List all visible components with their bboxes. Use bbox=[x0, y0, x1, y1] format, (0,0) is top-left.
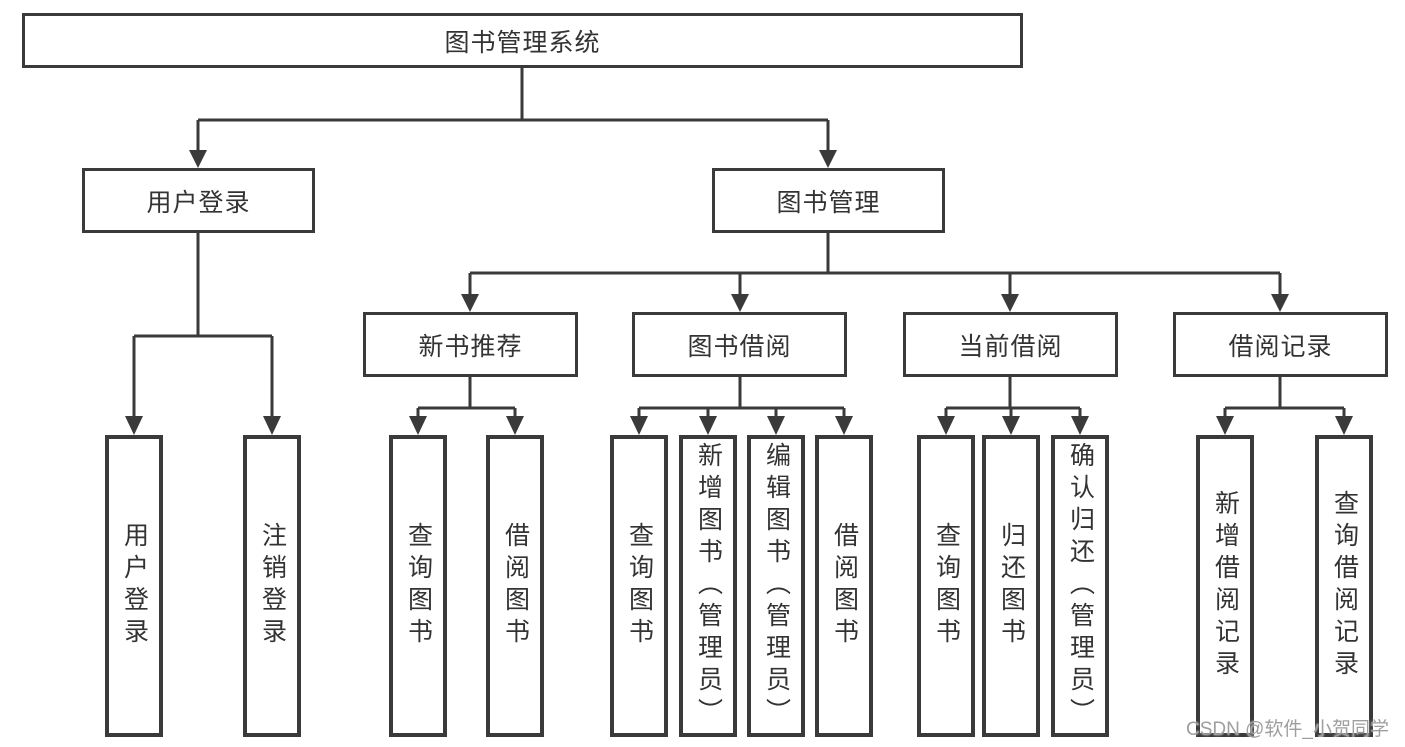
leaf-borrow-borrow-books-label: 借阅图书 bbox=[830, 522, 859, 650]
arrowhead-current bbox=[1001, 294, 1019, 312]
arrowhead-g5a bbox=[1216, 416, 1234, 435]
leaf-user-login: 用户登录 bbox=[105, 435, 163, 737]
leaf-user-login-label: 用户登录 bbox=[120, 522, 149, 650]
arrowhead-g3a bbox=[630, 416, 648, 435]
csdn-watermark: CSDN @软件_小贺同学 bbox=[1186, 719, 1389, 740]
arrowhead-newbooks bbox=[461, 294, 479, 312]
leaf-logout: 注销登录 bbox=[243, 435, 301, 737]
leaf-current-return-books: 归还图书 bbox=[982, 435, 1040, 737]
node-new-book-recommendation: 新书推荐 bbox=[363, 312, 578, 377]
edge-borrow-to-leaves bbox=[630, 377, 853, 435]
edge-root-to-branches bbox=[189, 68, 837, 168]
leaf-borrow-query-books: 查询图书 bbox=[610, 435, 668, 737]
leaf-newbooks-query-books: 查询图书 bbox=[389, 435, 447, 737]
arrowhead-g3d bbox=[835, 416, 853, 435]
leaf-borrow-edit-books-admin: 编辑图书（管理员） bbox=[747, 435, 805, 737]
arrowhead-g4c bbox=[1071, 416, 1089, 435]
node-new-book-recommendation-label: 新书推荐 bbox=[418, 332, 523, 361]
edge-login-to-leaves bbox=[125, 233, 281, 435]
leaf-records-query-record-label: 查询借阅记录 bbox=[1330, 490, 1359, 682]
node-book-borrowing-label: 图书借阅 bbox=[687, 332, 792, 361]
leaf-borrow-add-books-admin-label: 新增图书（管理员） bbox=[694, 442, 723, 730]
leaf-newbooks-query-books-label: 查询图书 bbox=[404, 522, 433, 650]
arrowhead-g4a bbox=[937, 416, 955, 435]
edge-records-to-leaves bbox=[1216, 377, 1353, 435]
arrowhead-leaf-login bbox=[125, 416, 143, 435]
arrowhead-g3c bbox=[767, 416, 785, 435]
node-borrowing-records-label: 借阅记录 bbox=[1228, 332, 1333, 361]
node-library-system: 图书管理系统 bbox=[22, 13, 1023, 68]
node-library-system-label: 图书管理系统 bbox=[444, 28, 601, 57]
leaf-logout-label: 注销登录 bbox=[258, 522, 287, 650]
arrowhead-g3b bbox=[699, 416, 717, 435]
leaf-borrow-add-books-admin: 新增图书（管理员） bbox=[679, 435, 737, 737]
arrowhead-borrow bbox=[731, 294, 749, 312]
node-borrowing-records: 借阅记录 bbox=[1173, 312, 1388, 377]
leaf-newbooks-borrow-books-label: 借阅图书 bbox=[501, 522, 530, 650]
node-book-management: 图书管理 bbox=[712, 168, 945, 233]
arrowhead-g5b bbox=[1335, 416, 1353, 435]
arrowhead-g4b bbox=[1002, 416, 1020, 435]
leaf-borrow-edit-books-admin-label: 编辑图书（管理员） bbox=[762, 442, 791, 730]
leaf-current-confirm-return-admin: 确认归还（管理员） bbox=[1051, 435, 1109, 737]
arrowhead-g2a bbox=[409, 416, 427, 435]
leaf-borrow-query-books-label: 查询图书 bbox=[625, 522, 654, 650]
arrowhead-leaf-logout bbox=[263, 416, 281, 435]
arrowhead-records bbox=[1271, 294, 1289, 312]
node-current-borrowing: 当前借阅 bbox=[903, 312, 1118, 377]
node-user-login: 用户登录 bbox=[82, 168, 315, 233]
arrowhead-g2b bbox=[506, 416, 524, 435]
leaf-current-return-books-label: 归还图书 bbox=[997, 522, 1026, 650]
node-user-login-label: 用户登录 bbox=[146, 188, 251, 217]
edge-mgmt-to-modules bbox=[461, 233, 1289, 312]
leaf-current-query-books: 查询图书 bbox=[917, 435, 975, 737]
edge-newbooks-to-leaves bbox=[409, 377, 524, 435]
leaf-current-confirm-return-admin-label: 确认归还（管理员） bbox=[1066, 442, 1095, 730]
arrowhead-user-login bbox=[189, 150, 207, 168]
edge-current-to-leaves bbox=[937, 377, 1089, 435]
leaf-newbooks-borrow-books: 借阅图书 bbox=[486, 435, 544, 737]
node-book-borrowing: 图书借阅 bbox=[632, 312, 847, 377]
leaf-records-query-record: 查询借阅记录 bbox=[1315, 435, 1373, 737]
leaf-borrow-borrow-books: 借阅图书 bbox=[815, 435, 873, 737]
leaf-records-add-record-label: 新增借阅记录 bbox=[1211, 490, 1240, 682]
leaf-current-query-books-label: 查询图书 bbox=[932, 522, 961, 650]
node-current-borrowing-label: 当前借阅 bbox=[958, 332, 1063, 361]
node-book-management-label: 图书管理 bbox=[776, 188, 881, 217]
leaf-records-add-record: 新增借阅记录 bbox=[1196, 435, 1254, 737]
arrowhead-book-mgmt bbox=[819, 150, 837, 168]
